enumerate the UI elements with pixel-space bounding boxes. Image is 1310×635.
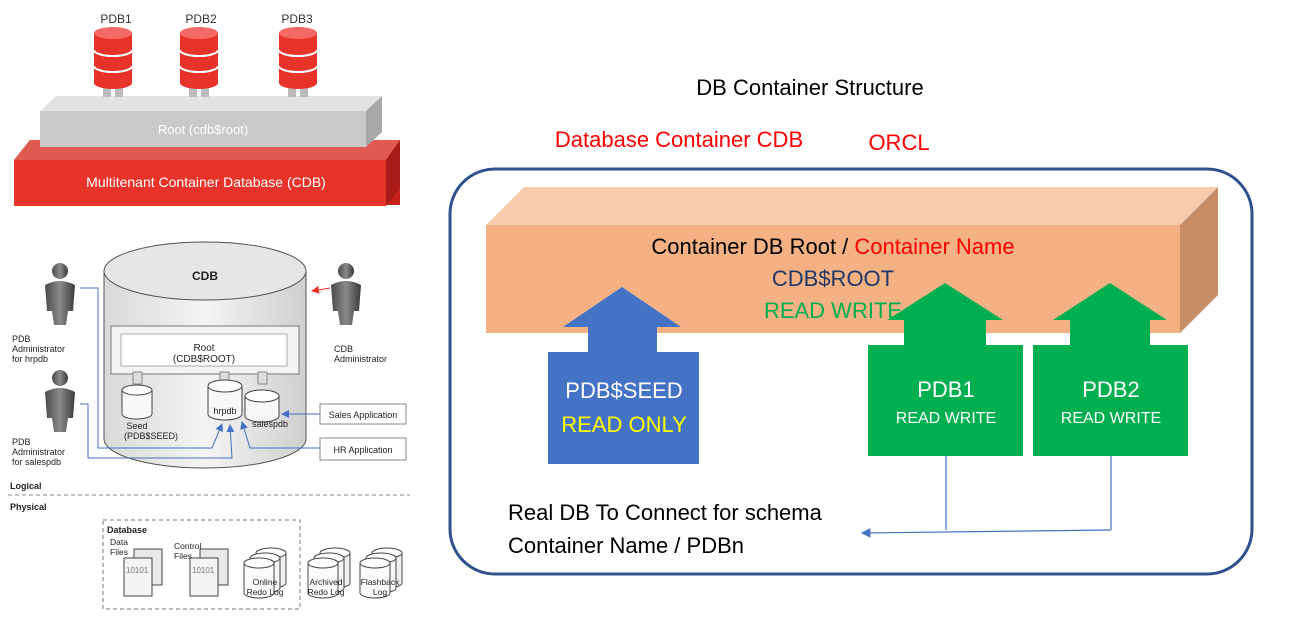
cdb-admin-line2: Administrator xyxy=(334,354,387,364)
cdb-title: CDB xyxy=(192,269,218,283)
person-icon-hr-admin xyxy=(45,263,75,325)
multitenant-diagram: PDB1 PDB2 PDB3 Root (cdb$root) Multitena… xyxy=(14,12,400,206)
pdb1-name: PDB1 xyxy=(917,377,974,402)
database-files-box xyxy=(102,519,301,610)
root-line1: Container DB Root / Container Name xyxy=(651,234,1014,259)
root-line1-part2: Container Name xyxy=(854,234,1014,259)
connect-line1: Real DB To Connect for schema xyxy=(508,500,823,525)
seed-label-line2: (PDB$SEED) xyxy=(124,431,178,441)
flashback-log-icon xyxy=(359,547,403,599)
pdb2-arrow-box xyxy=(1033,283,1188,456)
person-icon-cdb-admin xyxy=(331,263,361,325)
hr-admin-line1: PDB xyxy=(12,334,31,344)
pdb1-db-icon xyxy=(93,27,133,97)
pdb3-label: PDB3 xyxy=(281,12,313,26)
sales-application-box xyxy=(319,403,407,425)
pdb3-db-icon xyxy=(278,27,318,97)
seed-db-icon xyxy=(121,384,153,420)
db-container-label: Database Container CDB xyxy=(555,127,803,152)
cdb-label: Multitenant Container Database (CDB) xyxy=(86,174,326,190)
online-redo-line1: Online xyxy=(253,577,278,587)
root-line2: CDB$ROOT xyxy=(772,266,894,291)
pdb1-mode: READ WRITE xyxy=(896,410,996,427)
online-redo-log-icon xyxy=(243,547,287,599)
cdb-admin-line1: CDB xyxy=(334,344,353,354)
sales-application-label: Sales Application xyxy=(329,410,398,420)
pdb2-db-icon xyxy=(179,27,219,97)
physical-label: Physical xyxy=(10,502,47,512)
data-files-line1: Data xyxy=(110,537,128,547)
root-label-line2: (CDB$ROOT) xyxy=(173,354,235,365)
logical-label: Logical xyxy=(10,481,42,491)
pdb2-mode: READ WRITE xyxy=(1061,410,1161,427)
archived-redo-line1: Archived xyxy=(309,577,342,587)
hrpdb-db-icon xyxy=(207,379,243,421)
root-block xyxy=(40,111,366,147)
sales-admin-line3: for salespdb xyxy=(12,457,61,467)
cdb-block xyxy=(14,160,386,206)
database-label: Database xyxy=(107,525,147,535)
hr-admin-line2: Administrator xyxy=(12,344,65,354)
connect-line2: Container Name / PDBn xyxy=(508,533,744,558)
admin-connectors xyxy=(80,287,320,459)
root-label-line1: Root xyxy=(193,343,214,354)
seed-label-line1: Seed xyxy=(126,421,147,431)
pdb1-arrow-box xyxy=(868,283,1023,456)
salespdb-db-icon xyxy=(244,389,280,423)
online-redo-line2: Redo Log xyxy=(247,587,284,597)
container-structure-diagram: DB Container Structure Database Containe… xyxy=(448,75,1254,576)
sales-admin-line1: PDB xyxy=(12,437,31,447)
cdb-frame xyxy=(448,167,1254,576)
structure-title: DB Container Structure xyxy=(696,75,923,100)
person-icon-sales-admin xyxy=(45,370,75,432)
cdb-admin-arrow xyxy=(311,285,331,294)
flashback-line2: Log xyxy=(373,587,387,597)
seed-arrow-box xyxy=(548,287,699,464)
pdb-connector xyxy=(860,456,1112,538)
sales-admin-line2: Administrator xyxy=(12,447,65,457)
physical-files-diagram: Database Data Files Control Files 10101 … xyxy=(102,519,403,610)
hr-application-box xyxy=(319,437,407,461)
root-label: Root (cdb$root) xyxy=(158,122,248,137)
control-files-line2: Files xyxy=(174,551,192,561)
hr-admin-line3: for hrpdb xyxy=(12,354,48,364)
root-line1-part1: Container DB Root / xyxy=(651,234,854,259)
hr-application-label: HR Application xyxy=(333,445,392,455)
control-files-binary: 10101 xyxy=(192,566,215,575)
seed-name: PDB$SEED xyxy=(565,378,682,403)
data-files-icon xyxy=(123,548,163,597)
pdb2-label: PDB2 xyxy=(185,12,217,26)
seed-mode: READ ONLY xyxy=(561,412,687,437)
orcl-label: ORCL xyxy=(868,130,929,155)
hrpdb-label: hrpdb xyxy=(213,406,236,416)
cdb-cylinder-diagram: CDB Root (CDB$ROOT) Seed (PDB$SEED) hrpd… xyxy=(103,241,307,469)
control-files-line1: Control xyxy=(174,541,202,551)
archived-redo-line2: Redo Log xyxy=(308,587,345,597)
archived-redo-log-icon xyxy=(307,547,351,599)
pdb2-name: PDB2 xyxy=(1082,377,1139,402)
flashback-line1: Flashback xyxy=(361,577,400,587)
root-line3: READ WRITE xyxy=(764,298,902,323)
data-files-line2: Files xyxy=(110,547,128,557)
salespdb-label: salespdb xyxy=(252,419,288,429)
pdb1-label: PDB1 xyxy=(100,12,132,26)
data-files-binary: 10101 xyxy=(126,566,149,575)
control-files-icon xyxy=(189,548,229,597)
